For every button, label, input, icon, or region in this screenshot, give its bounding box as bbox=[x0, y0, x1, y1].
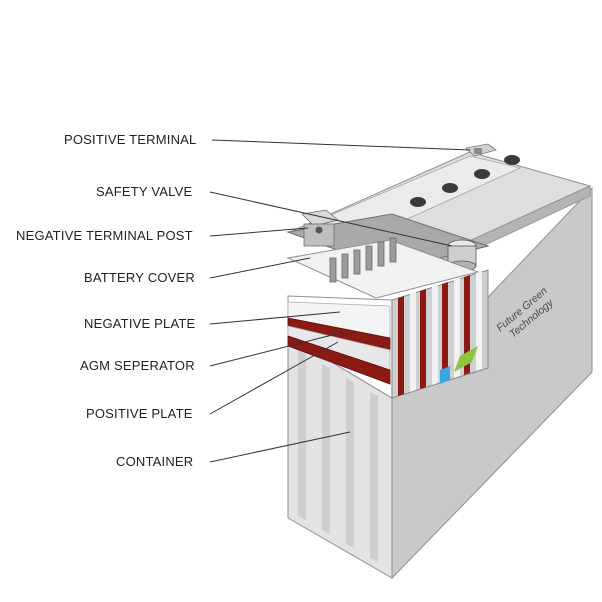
positive-terminal bbox=[465, 143, 497, 157]
vent-caps bbox=[410, 155, 520, 207]
label-container: CONTAINER bbox=[116, 454, 193, 469]
leader-container bbox=[209, 431, 351, 463]
label-safety-valve: SAFETY VALVE bbox=[96, 184, 192, 199]
label-positive-terminal: POSITIVE TERMINAL bbox=[64, 132, 196, 147]
leader-negative-plate bbox=[209, 311, 341, 325]
leader-negative-terminal-post bbox=[209, 227, 309, 237]
leader-battery-cover bbox=[209, 257, 311, 279]
label-negative-terminal-post: NEGATIVE TERMINAL POST bbox=[16, 228, 193, 243]
plate-stack-side-plates bbox=[398, 271, 482, 396]
label-agm-separator: AGM SEPERATOR bbox=[80, 358, 195, 373]
leader-positive-plate bbox=[209, 341, 339, 415]
leader-safety-valve bbox=[209, 191, 453, 247]
leader-agm-separator bbox=[209, 331, 345, 367]
label-positive-plate: POSITIVE PLATE bbox=[86, 406, 193, 421]
blue-accent-mark bbox=[440, 366, 450, 384]
green-accent-mark bbox=[454, 346, 478, 372]
label-battery-cover: BATTERY COVER bbox=[84, 270, 195, 285]
labels: POSITIVE TERMINAL SAFETY VALVE NEGATIVE … bbox=[16, 132, 196, 469]
positive-plate-band-lower bbox=[287, 335, 391, 385]
leader-lines bbox=[209, 139, 471, 463]
negative-terminal-post bbox=[301, 209, 339, 247]
battery-illustration: Future Green Technology bbox=[286, 143, 593, 580]
label-negative-plate: NEGATIVE PLATE bbox=[84, 316, 196, 331]
plate-connectors bbox=[329, 237, 397, 283]
battery-cover-strip bbox=[286, 239, 480, 299]
container-cell-dividers bbox=[298, 350, 378, 562]
leader-positive-terminal bbox=[211, 139, 471, 151]
